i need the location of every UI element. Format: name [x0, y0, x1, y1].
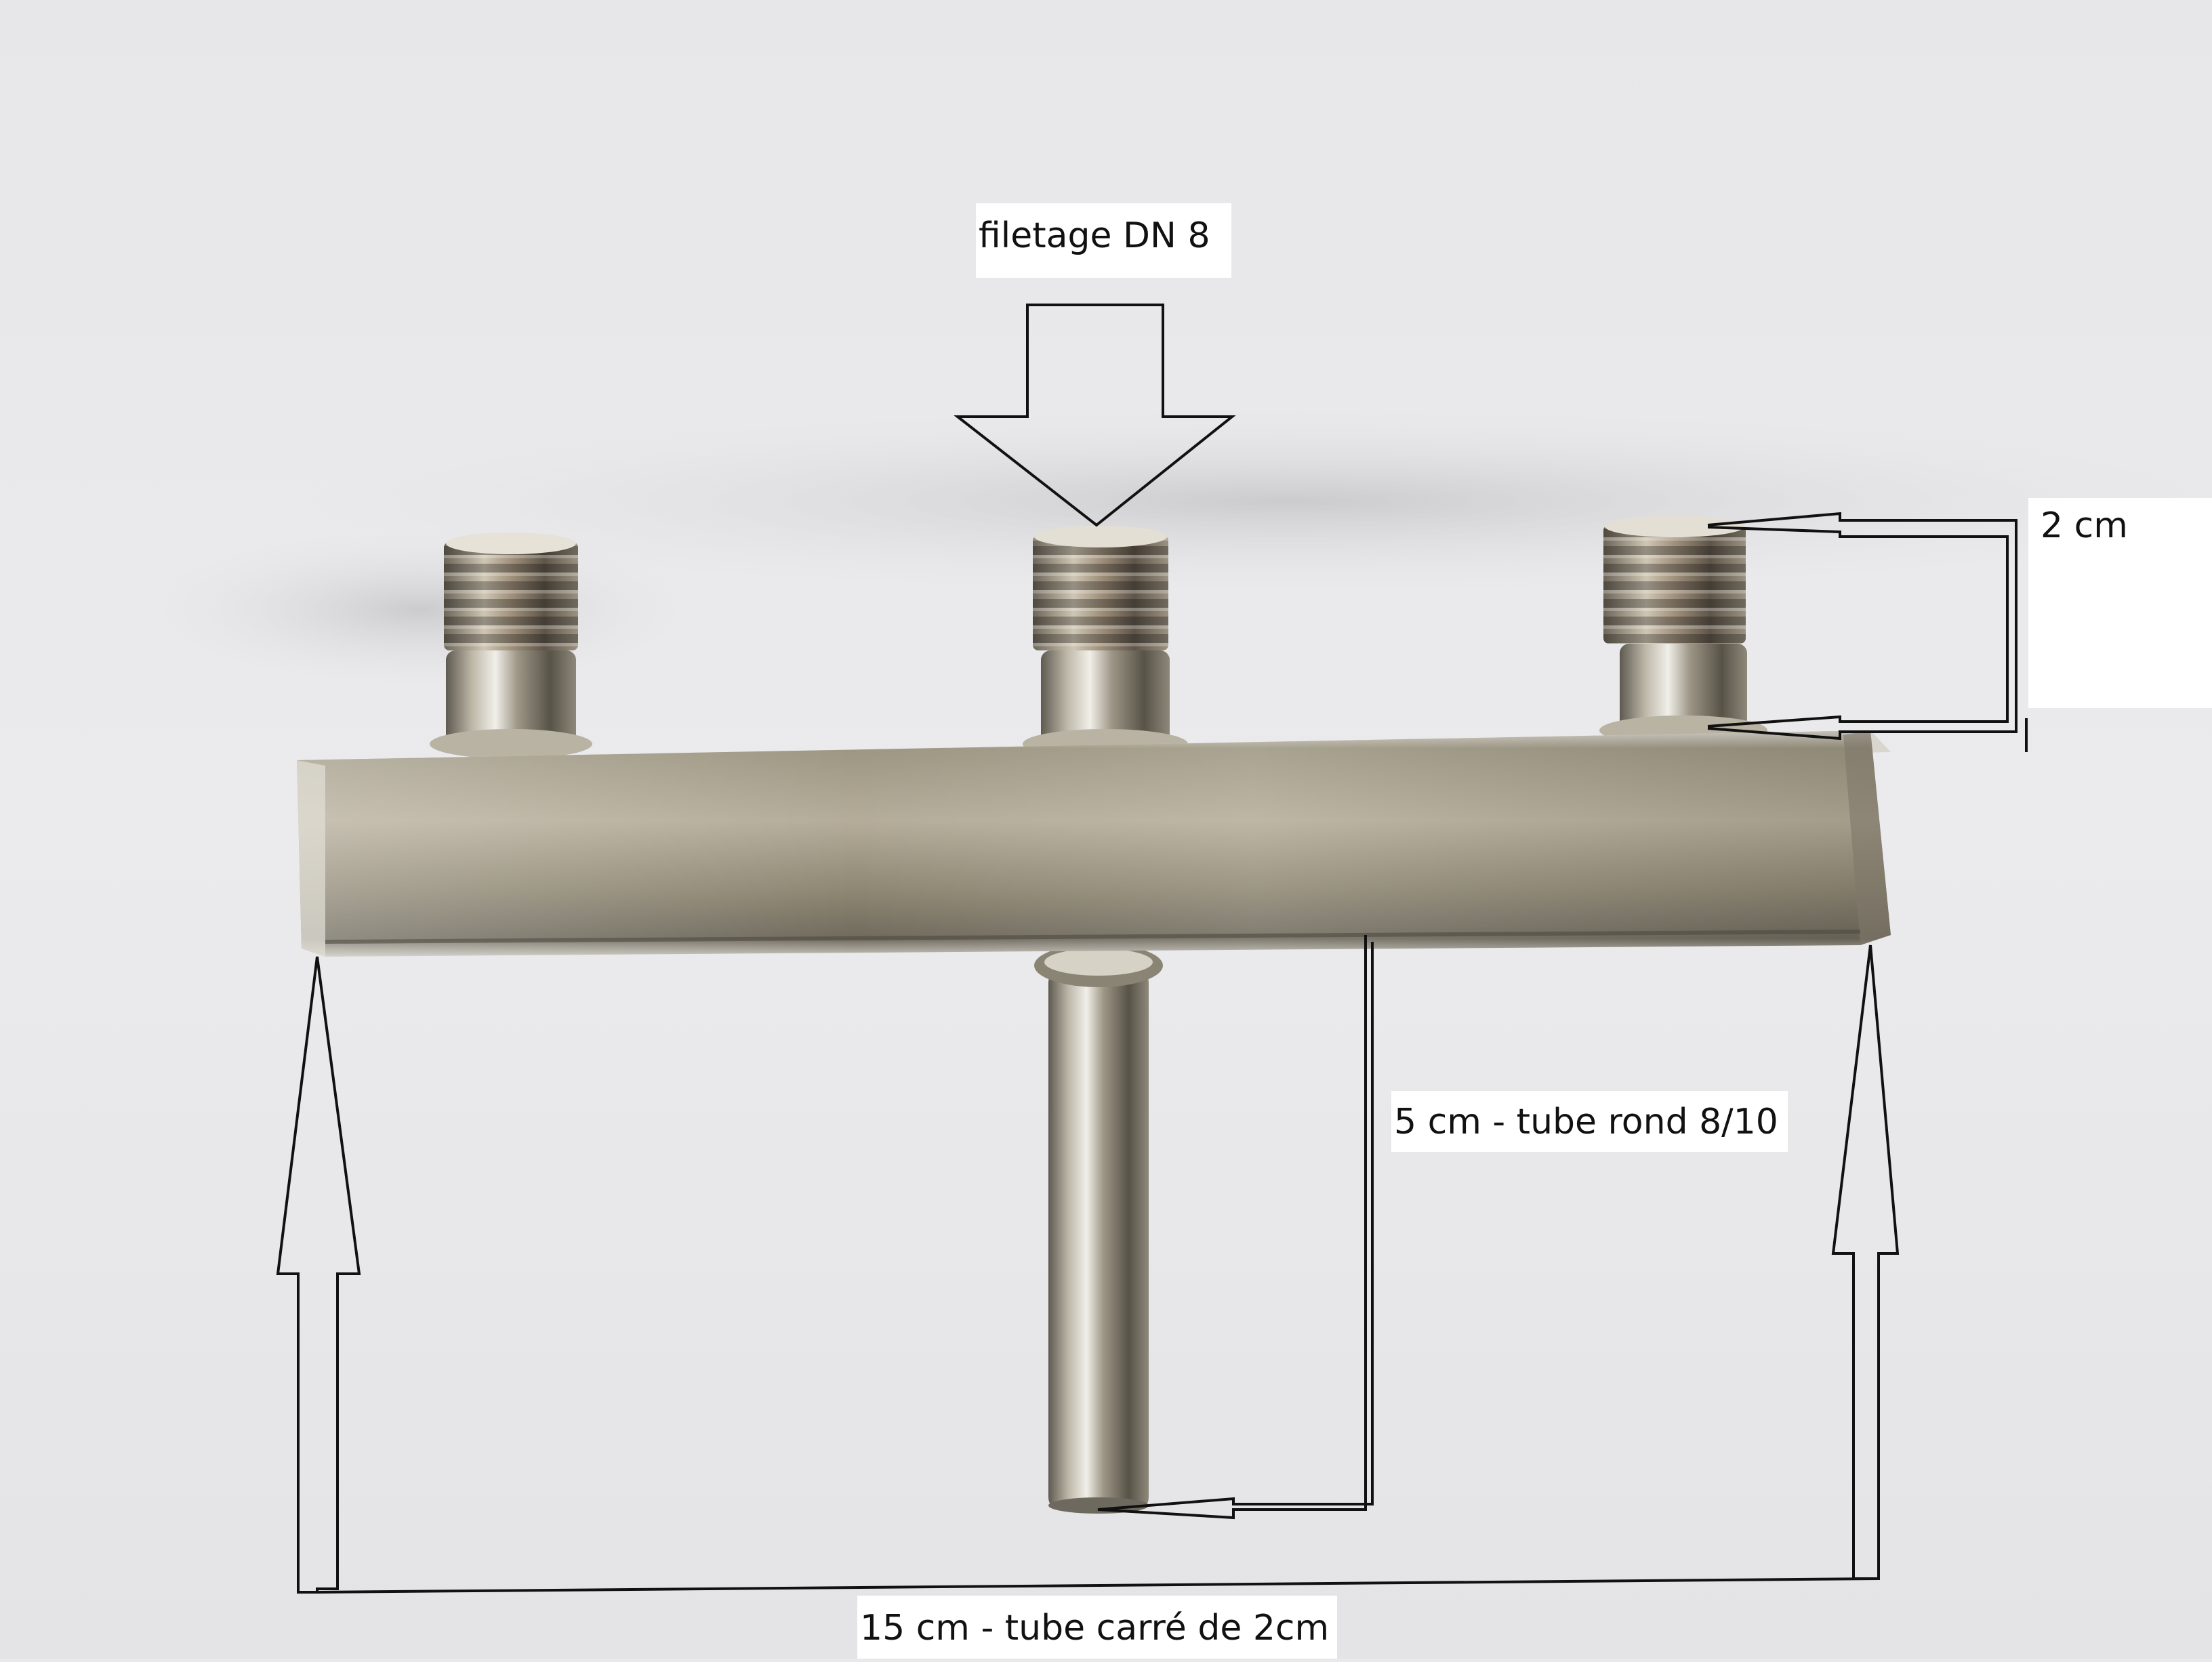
length-dimension	[276, 944, 1900, 1594]
nipple-center	[1023, 526, 1188, 759]
square-tube-label: 15 cm - tube carré de 2cm	[857, 1596, 1337, 1659]
round-tube-dimension	[1097, 935, 1374, 1520]
nipple-height-label: 2 cm	[2028, 498, 2212, 708]
height-dimension	[1707, 512, 2028, 752]
round-tube	[1034, 944, 1163, 1514]
nipple-right	[1599, 516, 1767, 745]
thread-arrow	[954, 304, 1236, 527]
square-tube	[297, 730, 1891, 957]
nipple-left	[430, 533, 592, 759]
thread-label: filetage DN 8	[976, 203, 1231, 278]
round-tube-label: 5 cm - tube rond 8/10	[1391, 1091, 1788, 1152]
